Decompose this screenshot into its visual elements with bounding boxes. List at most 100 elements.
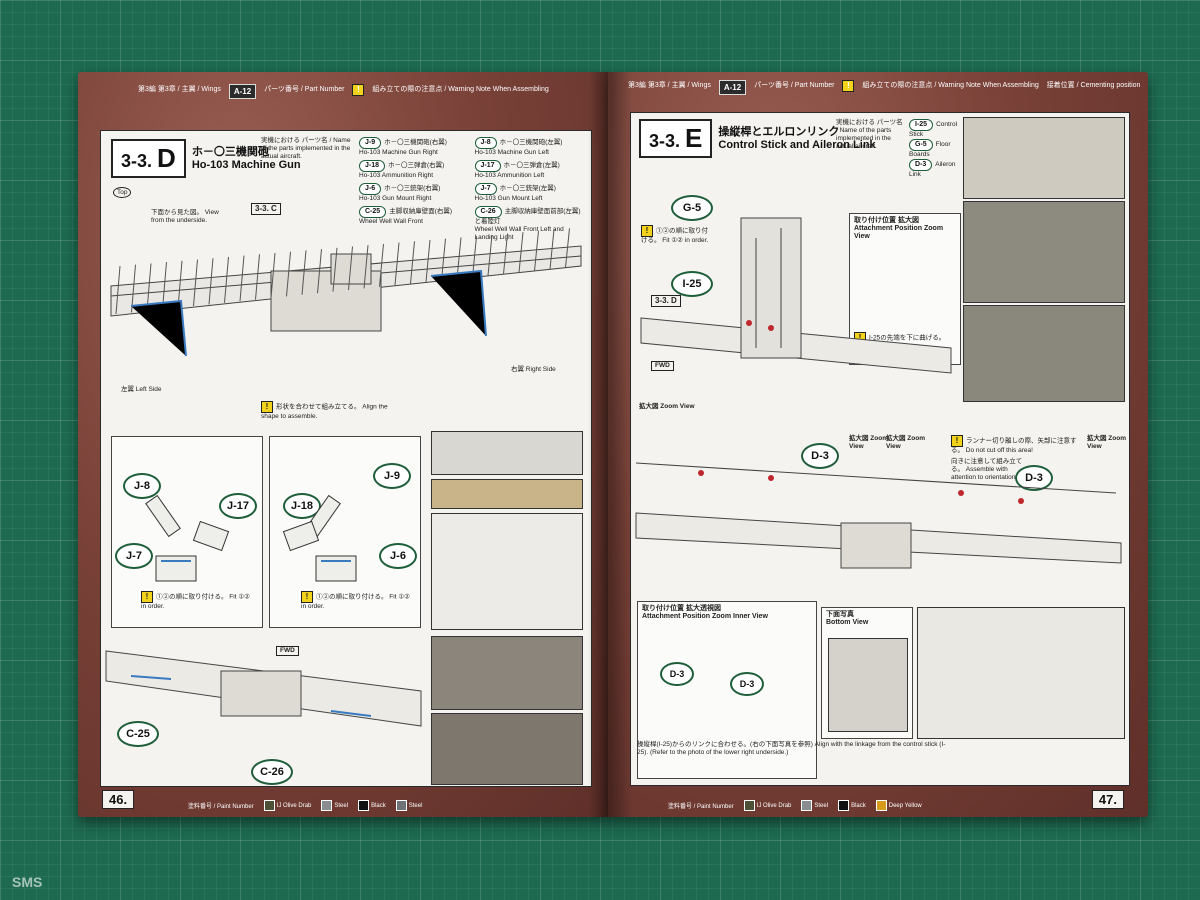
callout-d3-main: D-3 [801,443,839,469]
top-view-indicator: Top [113,187,183,198]
callout-d3-inner-1: D-3 [660,662,694,686]
zoom-view-label-2: 拡大図 Zoom View [849,435,888,450]
right-warning-icon: ! [842,80,855,92]
order-note-left: !①②の順に取り付ける。 Fit ①② in order. [141,591,250,610]
paint-swatch [321,800,333,811]
left-part-label: パーツ番号 / Part Number [264,86,345,93]
paint-item: IJ Olive Drab [743,800,791,811]
callout-j18: J-18 [283,493,321,519]
callout-j7: J-7 [115,543,153,569]
left-warning-icon: ! [352,84,365,96]
left-section-title-jp: ホ－〇三機関砲 [191,145,269,158]
warning-icon: ! [141,591,153,603]
gun-part-photo [431,431,583,475]
callout-d3-inner-2: D-3 [730,672,764,696]
paint-label: 塗料番号 / Paint Number [188,804,254,810]
paint-item: Steel [321,800,348,811]
left-side-label: 左翼 Left Side [121,386,162,393]
callout-c25: C-25 [117,721,159,747]
warning-icon: ! [951,435,963,447]
order-note-right: !①②の順に取り付ける。 Fit ①② in order. [301,591,410,610]
left-section-title: ホ－〇三機関砲 Ho-103 Machine Gun [192,146,301,172]
wing-rib [162,262,167,310]
right-section-title: 操縦桿とエルロンリンク Control Stick and Aileron Li… [718,126,875,152]
gun-bay-photo-1 [431,636,583,710]
right-instruction-panel: 3-3. E 操縦桿とエルロンリンク Control Stick and Ail… [630,112,1130,786]
right-warning-label: 組み立ての際の注意点 / Warning Note When Assemblin… [862,82,1039,89]
right-section-heading: 3-3. E 操縦桿とエルロンリンク Control Stick and Ail… [639,119,876,158]
inner-view-title: 取り付け位置 拡大透視図 Attachment Position Zoom In… [642,605,768,620]
wing-diagram-top [110,228,582,357]
wing-ribs-photo [431,513,583,630]
wing-underside-photo [917,607,1125,739]
right-legend-intro: 実機における パーツ名 / Name of the parts implemen… [836,119,903,150]
right-part-label: パーツ番号 / Part Number [754,82,835,89]
paint-item: Deep Yellow [875,800,922,811]
wing-rib [565,228,570,268]
bottom-view-box: 下面写真 Bottom View [821,607,913,739]
wing-rib [425,239,431,283]
left-section-prefix: 3-3. [121,151,153,171]
paint-swatch [875,800,887,811]
right-side-label: 右翼 Right Side [511,366,556,373]
wing-rib [115,265,121,315]
gun-bay-photo-2 [431,713,583,785]
left-part-box: A-12 [228,84,257,99]
right-section-title-jp: 操縦桿とエルロンリンク [718,125,840,138]
wing-rib [317,249,322,294]
right-fwd-indicator: FWD [651,361,674,371]
cockpit-floor-diagram [640,217,952,374]
wing-rib [363,245,369,289]
wing-rib [549,229,555,270]
left-paint-legend: 塗料番号 / Paint Number IJ Olive Drab Steel … [188,800,422,811]
paint-label: 塗料番号 / Paint Number [668,804,734,810]
right-paint-legend: 塗料番号 / Paint Number IJ Olive Drab Steel … [668,800,922,811]
wing-rib [146,263,152,311]
underside-note: 下面から見た図。 View from the underside. [151,209,219,224]
subassembly-ref: 3-3. C [251,203,281,215]
wing-rib [177,260,183,308]
left-chapter: 第3編 第3章 / 主翼 / Wings [138,86,221,93]
paint-item: IJ Olive Drab [263,800,311,811]
wing-rib [301,250,307,295]
right-order-note: !①②の順に取り付ける。 Fit ①② in order. [641,225,709,244]
bottom-view-photo [828,638,908,732]
orientation-note: 向きに注意して組み立てる。 Assemble with attention to… [951,458,1023,481]
left-gun-detail-box [111,436,263,628]
right-section-letter: E [685,123,703,153]
callout-i25: I-25 [671,271,713,297]
callout-c26: C-26 [251,759,293,785]
watermark-logo: SMS [12,874,43,890]
wing-rib [534,230,539,271]
cockpit-photo-middle [963,201,1125,303]
paint-swatch [358,800,370,811]
right-cementing-label: 接着位置 / Cementing position [1046,82,1141,89]
left-warning-label: 組み立ての際の注意点 / Warning Note When Assemblin… [372,86,549,93]
paint-item: Steel [801,800,828,811]
wing-rib [518,232,524,273]
instruction-booklet: 第3編 第3章 / 主翼 / Wings A-12 パーツ番号 / Part N… [78,72,1148,817]
wing-rib [348,246,353,291]
right-part-box: A-12 [718,80,747,95]
cockpit-photo-bottom [963,305,1125,402]
callout-j9: J-9 [373,463,411,489]
right-header: 第3編 第3章 / 主翼 / Wings A-12 パーツ番号 / Part N… [628,80,1146,114]
wing-rib [379,243,384,287]
fwd-indicator: FWD [276,646,299,656]
left-page: 第3編 第3章 / 主翼 / Wings A-12 パーツ番号 / Part N… [78,72,610,817]
wing-rib [332,247,338,292]
ammo-belt-photo [431,479,583,509]
right-section-prefix: 3-3. [649,131,681,151]
right-section-number: 3-3. E [639,119,713,158]
left-header: 第3編 第3章 / 主翼 / Wings A-12 パーツ番号 / Part N… [138,84,555,118]
paint-item: Black [838,800,866,811]
wing-rib [441,238,446,281]
right-section-title-en: Control Stick and Aileron Link [718,138,876,151]
left-section-heading: 3-3. D ホ－〇三機関砲 Ho-103 Machine Gun [111,139,301,178]
warning-icon: ! [261,401,273,413]
